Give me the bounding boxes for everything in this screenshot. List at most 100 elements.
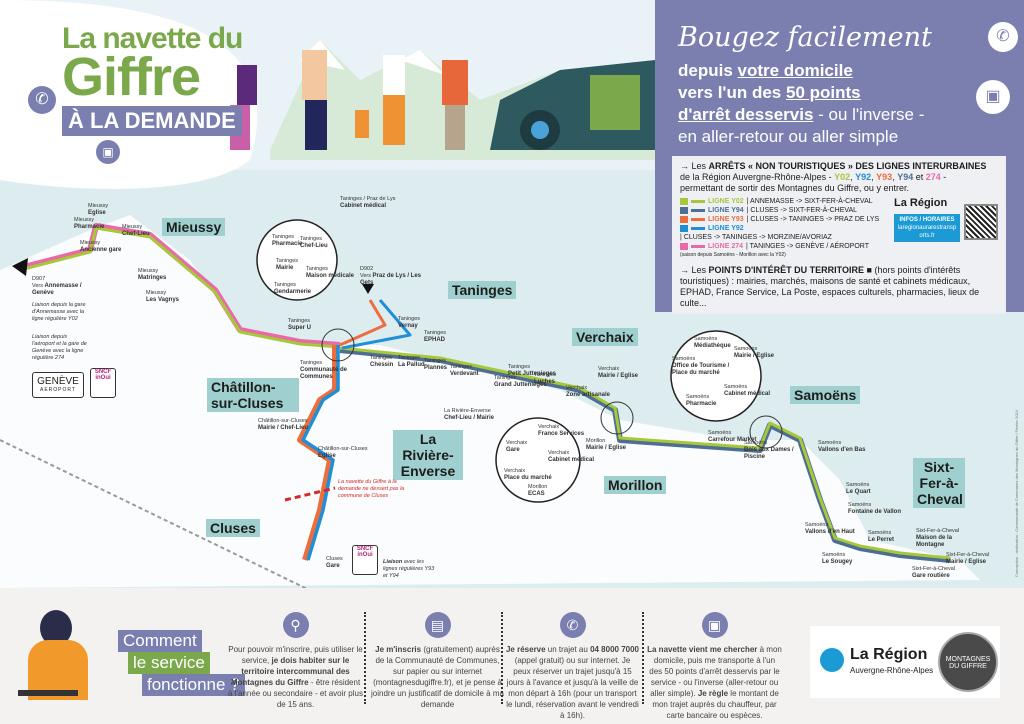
location-pin-icon: ⚲: [282, 612, 309, 638]
line-style: [691, 200, 705, 203]
routes: [0, 223, 951, 601]
region-logo: La Région: [894, 197, 948, 209]
legend-line: LIGNE Y94| CLUSES -> SIXT-FER-À-CHEVAL: [680, 206, 884, 215]
line-style: [691, 227, 705, 230]
tagline: depuis votre domicile vers l'un des 50 p…: [678, 61, 925, 146]
header-cloud: [0, 0, 258, 189]
qr-code[interactable]: [964, 204, 998, 240]
town-cluses: Cluses: [206, 519, 260, 537]
step: ✆Je réserve un trajet au 04 8000 7000 (a…: [505, 612, 640, 721]
line-color-swatch: [680, 207, 688, 214]
samoens-inset: [670, 330, 762, 422]
woman-phone-illustration: [18, 600, 118, 718]
line-style: [691, 209, 705, 212]
partner-logos: La Région Auvergne-Rhône-Alpes MONTAGNES…: [810, 626, 1000, 698]
town-taninges: Taninges: [448, 281, 517, 299]
valley: [0, 215, 980, 588]
bus-icon: ▣: [976, 80, 1010, 114]
town-verchaix: Verchaix: [572, 328, 638, 346]
region-logo: La Région: [850, 646, 928, 663]
town-samoens: Samoëns: [790, 386, 861, 404]
line-color-swatch: [680, 198, 688, 205]
step: ▣La navette vient me chercher à mon domi…: [647, 612, 782, 721]
town-mieussy: Mieussy: [162, 218, 226, 236]
legend-line: LIGNE Y02| ANNEMASSE -> SIXT-FER-À-CHEVA…: [680, 197, 884, 206]
town-sixt: Sixt-Fer-à-Cheval: [913, 458, 965, 508]
line-color-swatch: [680, 225, 688, 232]
town-morillon: Morillon: [604, 476, 667, 494]
line-color-swatch: [680, 216, 688, 223]
town-chatillon: Châtillon-sur-Cluses: [207, 378, 299, 412]
verchaix-inset: [495, 417, 581, 503]
step: ▤Je m'inscris (gratuitement) auprès de l…: [370, 612, 505, 710]
montagnes-du-giffre-logo: MONTAGNES DU GIFFRE: [938, 632, 998, 692]
phone-icon: ✆: [988, 22, 1018, 52]
legend-line: LIGNE 274| TANINGES -> GENÈVE / AÉROPORT…: [680, 243, 870, 258]
cluses-note: La navette du Giffre à la demande ne des…: [338, 479, 405, 499]
people-illustration: [230, 50, 468, 150]
town-riviere: La Rivière-Enverse: [393, 430, 463, 480]
document-icon: ▤: [424, 612, 451, 638]
credit: Conception - réalisation : Communauté de…: [1014, 410, 1019, 578]
phone-icon: ✆: [559, 612, 586, 638]
phone-icon: ✆: [28, 86, 56, 114]
how-title: Comment le service fonctionne ?: [118, 630, 245, 696]
liaison-cluses: Liaison avec les lignes régulières Y93 e…: [383, 559, 435, 579]
title-giffre: Giffre: [62, 47, 201, 107]
bus-icon: ▣: [96, 140, 120, 164]
step: ⚲Pour pouvoir m'inscrire, puis utiliser …: [228, 612, 363, 710]
bus-icon: ▣: [701, 612, 728, 638]
